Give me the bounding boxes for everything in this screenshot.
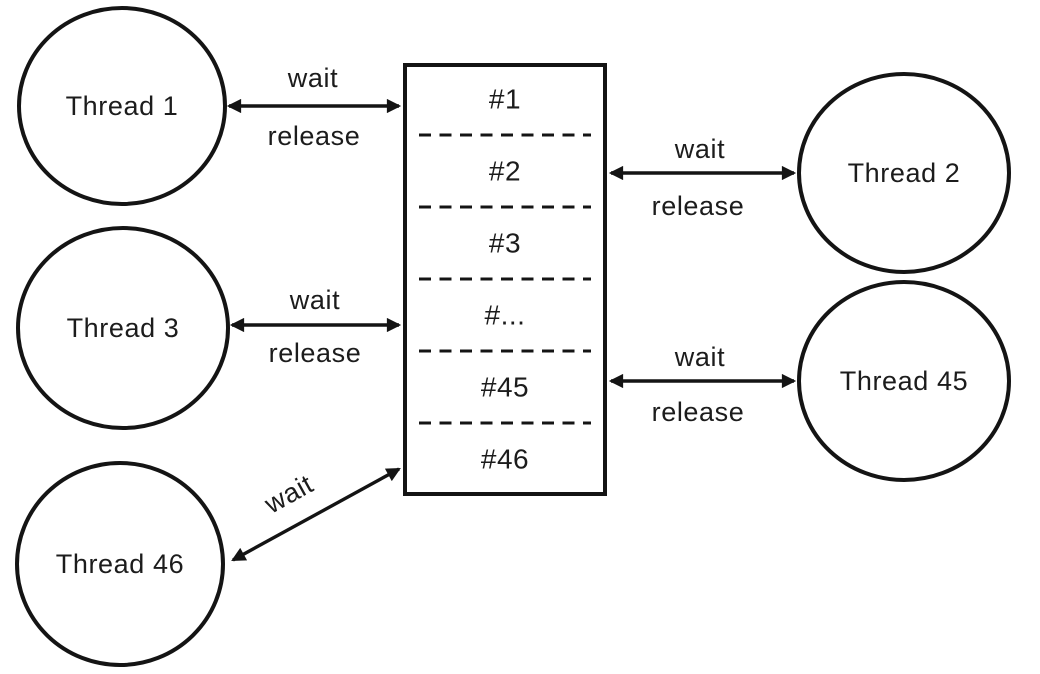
slot-3-label: #3 — [489, 228, 521, 259]
thread-46-label: Thread 46 — [56, 549, 184, 579]
thread-2-label: Thread 2 — [848, 158, 961, 188]
double-arrow-thread46 — [231, 467, 401, 562]
node-thread-3: Thread 3 — [16, 226, 230, 430]
edge-thread3-semaphore: wait release — [229, 285, 402, 368]
release-label-thread3: release — [269, 338, 362, 368]
wait-label-thread3: wait — [289, 285, 340, 315]
release-label-thread2: release — [652, 191, 745, 221]
wait-label-thread1: wait — [287, 63, 338, 93]
node-thread-46: Thread 46 — [15, 461, 225, 667]
edge-thread46-semaphore: wait — [231, 467, 401, 562]
release-label-thread1: release — [268, 121, 361, 151]
slot-1-label: #1 — [489, 84, 521, 115]
release-label-thread45: release — [652, 397, 745, 427]
wait-label-thread2: wait — [674, 134, 725, 164]
edge-thread45-semaphore: wait release — [608, 342, 797, 427]
semaphore-box: #1 #2 #3 #... #45 #46 — [403, 63, 607, 496]
slot-2-label: #2 — [489, 156, 521, 187]
thread-1-label: Thread 1 — [66, 91, 179, 121]
edge-thread2-semaphore: wait release — [608, 134, 797, 221]
slot-45-label: #45 — [481, 372, 529, 403]
thread-1-circle — [17, 6, 227, 206]
node-thread-2: Thread 2 — [797, 72, 1011, 274]
slot-ellipsis-label: #... — [485, 300, 526, 331]
edge-thread1-semaphore: wait release — [226, 63, 402, 151]
wait-label-thread45: wait — [674, 342, 725, 372]
thread-46-circle — [15, 461, 225, 667]
wait-label-thread46: wait — [259, 469, 319, 520]
thread-2-circle — [797, 72, 1011, 274]
thread-3-label: Thread 3 — [67, 313, 180, 343]
thread-45-circle — [797, 280, 1011, 482]
thread-3-circle — [16, 226, 230, 430]
node-thread-1: Thread 1 — [17, 6, 227, 206]
node-thread-45: Thread 45 — [797, 280, 1011, 482]
slot-46-label: #46 — [481, 444, 529, 475]
thread-45-label: Thread 45 — [840, 366, 968, 396]
